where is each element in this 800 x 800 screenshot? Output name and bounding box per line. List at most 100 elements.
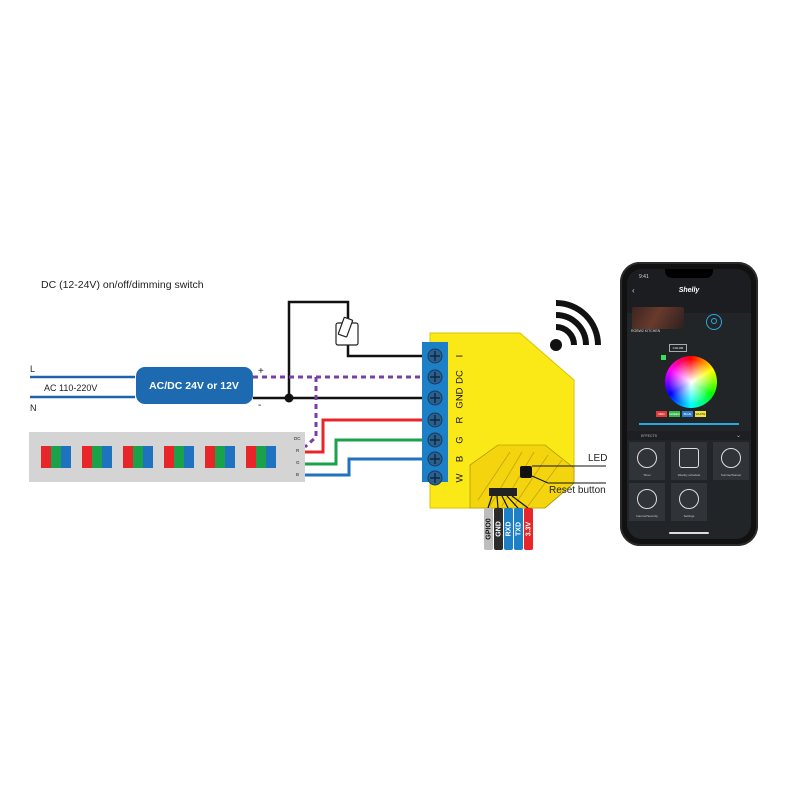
strip-led-segment xyxy=(61,446,71,468)
chip-red[interactable]: RED xyxy=(656,411,667,417)
header-pin xyxy=(484,508,493,550)
chip-white[interactable]: WHITE xyxy=(695,411,706,417)
effects-bar[interactable]: EFFECTS ⌄ xyxy=(627,431,751,440)
strip-led-segment xyxy=(174,446,184,468)
channel-chips: RED GREEN BLUE WHITE xyxy=(656,411,706,417)
strip-led-segment xyxy=(41,446,51,468)
header-pin xyxy=(524,508,533,550)
strip-led-segment xyxy=(143,446,153,468)
label-n: N xyxy=(30,403,37,413)
tile-sunrise-label: Sunrise/Sunset xyxy=(720,473,742,477)
terminal-label: R xyxy=(455,416,466,423)
tile-timer[interactable]: Timer xyxy=(629,442,665,480)
back-icon[interactable]: ‹ xyxy=(632,286,635,295)
power-supply-label: AC/DC 24V or 12V xyxy=(149,380,239,392)
chevron-down-icon: ⌄ xyxy=(735,433,741,439)
sunrise-icon xyxy=(721,448,741,468)
tile-weekly-schedule[interactable]: Weekly schedule xyxy=(671,442,707,480)
tile-weekly-label: Weekly schedule xyxy=(677,473,701,477)
chip-green[interactable]: GREEN xyxy=(669,411,680,417)
header-pin xyxy=(494,508,503,550)
phone-notch xyxy=(665,269,713,278)
brightness-slider[interactable] xyxy=(639,423,739,425)
tile-settings[interactable]: Settings xyxy=(671,483,707,521)
header-pin xyxy=(514,508,523,550)
status-time: 9:41 xyxy=(639,274,649,280)
strip-led-segment xyxy=(102,446,112,468)
strip-led-segment xyxy=(184,446,194,468)
header-pin-label: GPIO0 xyxy=(485,518,492,540)
strip-led-segment xyxy=(215,446,225,468)
terminal-label: G xyxy=(455,436,466,443)
psu-minus: - xyxy=(258,400,261,411)
terminal-label: I xyxy=(455,355,466,358)
tile-timer-label: Timer xyxy=(643,473,651,477)
strip-led-segment xyxy=(205,446,215,468)
header-pin xyxy=(504,508,513,550)
color-wheel[interactable] xyxy=(665,356,717,408)
switch-icon xyxy=(335,316,359,346)
strip-led-segment xyxy=(133,446,143,468)
color-swatch xyxy=(661,355,666,360)
led-callout: LED xyxy=(588,453,607,464)
terminal-screws xyxy=(427,348,443,486)
app-brand: Shelly xyxy=(678,287,700,294)
mains-voltage-label: AC 110-220V xyxy=(44,383,97,393)
strip-led-segment xyxy=(123,446,133,468)
strip-led-segment xyxy=(51,446,61,468)
strip-led-segment xyxy=(246,446,256,468)
strip-leds xyxy=(41,446,276,468)
color-mode-button[interactable]: COLOR xyxy=(669,344,687,352)
dc-wire-to-strip xyxy=(303,377,318,449)
home-indicator xyxy=(669,532,709,534)
terminal-label: GND xyxy=(455,387,466,408)
terminal-label: B xyxy=(455,456,466,462)
strip-pin-g: G xyxy=(296,460,300,465)
strip-led-segment xyxy=(266,446,276,468)
header-pin-label: 3.3V xyxy=(525,521,532,536)
device-photo xyxy=(632,307,684,329)
clock-icon xyxy=(637,448,657,468)
terminal-labels: I DC GND R G B W xyxy=(455,355,466,483)
terminal-label: DC xyxy=(455,370,466,384)
wifi-icon xyxy=(550,300,601,351)
label-l: L xyxy=(30,364,35,374)
switch-caption: DC (12-24V) on/off/dimming switch xyxy=(41,279,204,291)
strip-pin-r: R xyxy=(296,448,300,453)
power-supply-box xyxy=(136,367,253,404)
power-icon xyxy=(711,318,717,324)
app-screen: 9:41 ‹ Shelly RGBW2 KITCHEN COLOR RED GR… xyxy=(627,269,751,539)
info-icon xyxy=(679,489,699,509)
led-indicator xyxy=(520,466,532,478)
red-wire xyxy=(305,418,425,454)
strip-led-segment xyxy=(164,446,174,468)
tile-sunrise-sunset[interactable]: Sunrise/Sunset xyxy=(713,442,749,480)
strip-led-segment xyxy=(225,446,235,468)
phone-mockup: 9:41 ‹ Shelly RGBW2 KITCHEN COLOR RED GR… xyxy=(620,262,758,546)
header-pin-label: GND xyxy=(495,521,502,537)
switch-wire-out xyxy=(346,345,425,358)
pin-header xyxy=(489,488,517,496)
effects-label: EFFECTS xyxy=(641,434,657,438)
device-name: RGBW2 KITCHEN xyxy=(631,329,661,333)
reset-callout: Reset button xyxy=(549,485,606,496)
tile-internet-label: Internet/Security xyxy=(636,514,658,518)
globe-icon xyxy=(637,489,657,509)
switch-wire-in xyxy=(287,300,350,398)
tile-internet-security[interactable]: Internet/Security xyxy=(629,483,665,521)
blue-wire xyxy=(305,457,425,477)
terminal-label: W xyxy=(455,473,466,482)
strip-led-segment xyxy=(82,446,92,468)
strip-led-segment xyxy=(256,446,266,468)
green-wire xyxy=(305,438,425,466)
strip-pin-b: B xyxy=(296,472,299,477)
chip-blue[interactable]: BLUE xyxy=(682,411,693,417)
psu-plus: + xyxy=(258,366,264,377)
tile-settings-label: Settings xyxy=(683,514,695,518)
header-pin-label: TXD xyxy=(515,522,522,536)
calendar-icon xyxy=(679,448,699,468)
header-pin-label: RXD xyxy=(505,522,512,537)
power-button[interactable] xyxy=(706,314,722,330)
